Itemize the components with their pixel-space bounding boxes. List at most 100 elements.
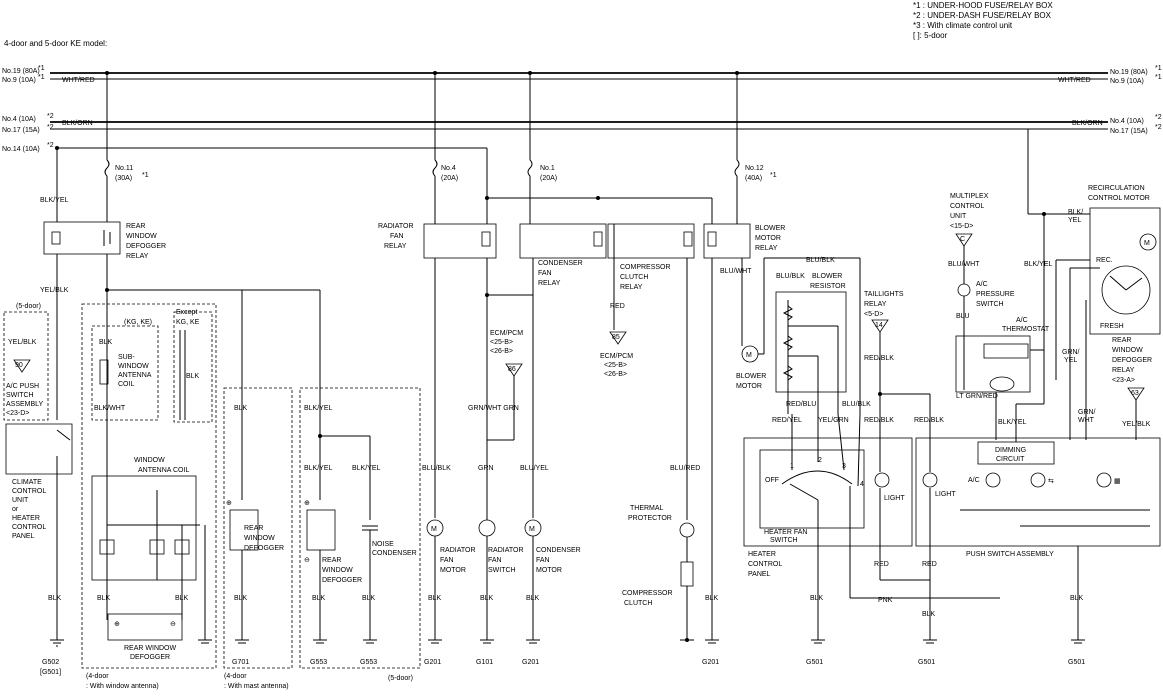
condenser-fan-relay	[519, 223, 607, 259]
wire-blk-orn-left: BLK/ORN	[62, 120, 93, 127]
cond-motor-l2: FAN	[536, 557, 550, 564]
wire-red-blk-3: RED/BLK	[914, 417, 944, 424]
wire-pnk: PNK	[878, 597, 893, 604]
footnote-legend: *1 : UNDER-HOOD FUSE/RELAY BOX *2 : UNDE…	[913, 1, 1053, 40]
wire-blk-g501c: BLK	[1070, 595, 1084, 602]
rad-motor-l2: FAN	[440, 557, 454, 564]
sub-window-l2: WINDOW	[118, 363, 149, 370]
fuse-4-rating: (20A)	[441, 175, 458, 182]
sub-window-l4: COIL	[118, 381, 134, 388]
fuse-11-rating: (30A)	[115, 175, 132, 182]
g101: G101	[476, 659, 493, 666]
four-door-window-l2: : With window antenna)	[86, 683, 159, 690]
ac-push-l1: A/C PUSH	[6, 383, 39, 390]
wire-blk-yel-5d: BLK/YEL	[304, 405, 333, 412]
fresh-label: FRESH	[1100, 323, 1124, 330]
rw-relay-l2: WINDOW	[1112, 347, 1143, 354]
rw-relay-l3: DEFOGGER	[1112, 357, 1152, 364]
taillights-l2: RELAY	[864, 301, 887, 308]
bus-no9-left: No.9 (10A)	[2, 77, 36, 84]
recirc-l2: CONTROL MOTOR	[1088, 195, 1150, 202]
ac-push-l2: SWITCH	[6, 392, 34, 399]
climate-l1: CLIMATE	[12, 479, 42, 486]
bus-mark-1b: *1	[38, 74, 45, 81]
rad-switch-l2: FAN	[488, 557, 502, 564]
wire-blk-yel-5d-2: BLK/YEL	[304, 465, 333, 472]
wire-blk-yel-ps: BLK/YEL	[998, 419, 1027, 426]
g701: G701	[232, 659, 249, 666]
wire-blk-g502: BLK	[48, 595, 62, 602]
relay-condenser-l2: FAN	[538, 270, 552, 277]
rw-def-5d-l2: WINDOW	[322, 567, 353, 574]
g502: G502	[42, 659, 59, 666]
wire-blk-g553b: BLK	[362, 595, 376, 602]
fuse-12-label: No.12	[745, 165, 764, 172]
conn-14: 14	[875, 322, 883, 329]
wire-blu-wht-2: BLU/WHT	[948, 261, 980, 268]
rw-def-5d-l1: REAR	[322, 557, 341, 564]
wire-blu-blk-3: BLU/BLK	[842, 401, 871, 408]
wire-blk-mast: BLK	[234, 405, 248, 412]
wire-blk-yel-rc2: YEL	[1068, 217, 1081, 224]
wire-blk-g701: BLK	[234, 595, 248, 602]
fuse-12-mark: *1	[770, 172, 777, 179]
wire-blu-red: BLU/RED	[670, 465, 700, 472]
light-2: LIGHT	[935, 491, 956, 498]
cond-motor-l1: CONDENSER	[536, 547, 581, 554]
defogger-bottom-l2: DEFOGGER	[130, 654, 170, 661]
ac-push-l3: ASSEMBLY	[6, 401, 44, 408]
wire-blu: BLU	[956, 313, 970, 320]
recirculation-motor: RECIRCULATION CONTROL MOTOR M REC. FRESH…	[1055, 185, 1161, 440]
power-buses: No.19 (80A) *1 No.9 (10A) *1 WHT/RED No.…	[2, 65, 1162, 153]
wire-grn-wht-2: WHT	[1078, 417, 1095, 424]
wire-blk-g201b: BLK	[526, 595, 540, 602]
wire-blk-wht: BLK/WHT	[94, 405, 126, 412]
bus-mark-1d: *1	[1155, 74, 1162, 81]
bus-no19-left: No.19 (80A)	[2, 68, 40, 75]
ac-thermostat-l2: THERMOSTAT	[1002, 326, 1050, 333]
legend-note-2: *2 : UNDER-DASH FUSE/RELAY BOX	[913, 11, 1052, 20]
defog-icon: ▦	[1114, 478, 1121, 485]
five-door-foot: (5-door)	[388, 675, 413, 682]
sub-window-l3: ANTENNA	[118, 372, 152, 379]
wire-blk-def-1: BLK	[97, 595, 111, 602]
legend-note-1: *1 : UNDER-HOOD FUSE/RELAY BOX	[913, 1, 1053, 10]
bus-no4-left: No.4 (10A)	[2, 116, 36, 123]
push-switch-label: PUSH SWITCH ASSEMBLY	[966, 551, 1054, 558]
wire-blk-yel-mx: BLK/YEL	[1024, 261, 1053, 268]
climate-l6: CONTROL	[12, 524, 46, 531]
climate-l4: or	[12, 506, 19, 513]
wire-lt-grn-red: LT GRN/RED	[956, 393, 998, 400]
ac-pressure-l3: SWITCH	[976, 301, 1004, 308]
ground-g502: G502 [G501]	[40, 620, 64, 676]
radiator-fan-relay	[423, 223, 497, 259]
relay-radiator-l1: RADIATOR	[378, 223, 414, 230]
bus-no17-right: No.17 (15A)	[1110, 128, 1148, 135]
ac-pressure-l1: A/C	[976, 281, 988, 288]
fan-circuit: No.4 (20A) RADIATOR FAN RELAY No.1 (20A)…	[140, 73, 700, 666]
fuse-4-label: No.4	[441, 165, 456, 172]
relay-condenser-l3: RELAY	[538, 280, 561, 287]
ac-pressure-l2: PRESSURE	[976, 291, 1015, 298]
rad-switch-l1: RADIATOR	[488, 547, 524, 554]
wire-yel-blk-1: YEL/BLK	[40, 287, 69, 294]
ecm2-l3: <26-B>	[604, 371, 627, 378]
conn-90: 90	[15, 362, 23, 369]
wire-blu-wht: BLU/WHT	[720, 268, 752, 275]
defogger-minus-1: ⊖	[170, 621, 176, 628]
thermal-l1: THERMAL	[630, 505, 664, 512]
except-l1: Except	[176, 309, 197, 316]
fuse-12-rating: (40A)	[745, 175, 762, 182]
fuse-1-rating: (20A)	[540, 175, 557, 182]
taillights-l1: TAILLIGHTS	[864, 291, 904, 298]
window-antenna-group: (KG, KE) BLK SUB- WINDOW ANTENNA COIL BL…	[81, 303, 217, 690]
bus-mark-1c: *1	[1155, 65, 1162, 72]
wire-blu-blk-blower: BLU/BLK	[806, 257, 835, 264]
relay-compressor-l3: RELAY	[620, 284, 643, 291]
g501b: G501	[918, 659, 935, 666]
five-door-group: BLK/YEL BLK/YEL BLK/YEL ⊕ ⊖ REAR WINDOW …	[299, 387, 421, 682]
wire-red-blk-1: RED/BLK	[864, 355, 894, 362]
heater-switch-l1: HEATER FAN	[764, 529, 807, 536]
g201c: G201	[702, 659, 719, 666]
rear-defogger-relay	[43, 221, 121, 255]
